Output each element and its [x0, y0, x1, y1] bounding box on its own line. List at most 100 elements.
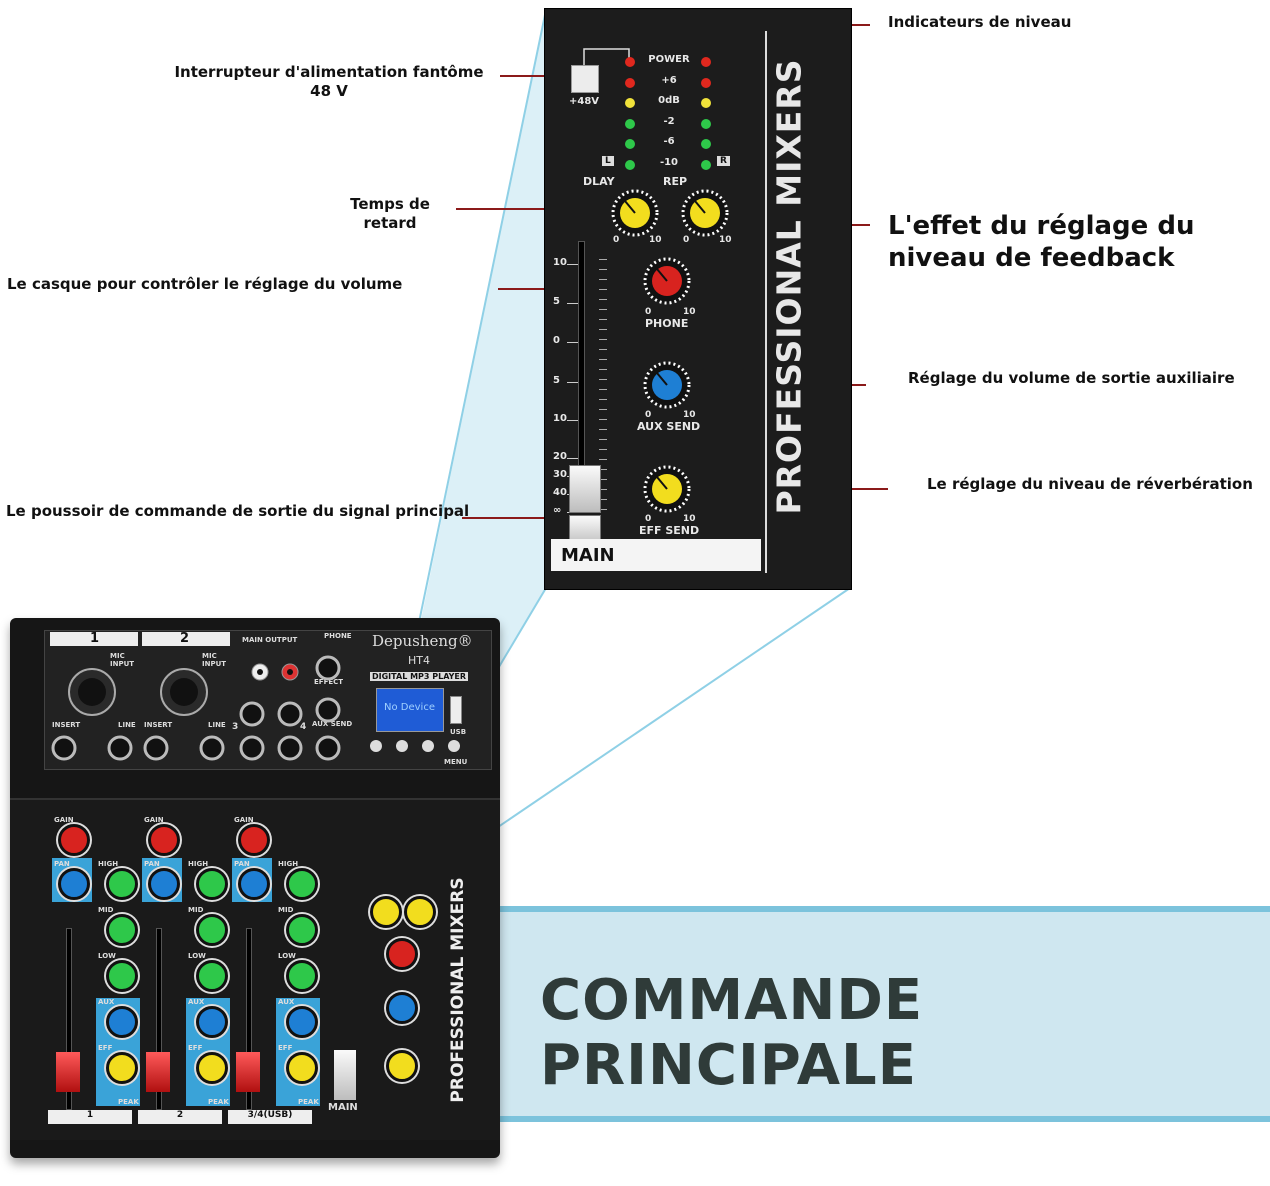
banner-title: COMMANDE PRINCIPALE	[540, 968, 924, 1098]
aux-knob[interactable]	[196, 1006, 228, 1038]
mini-eff-send-knob[interactable]	[386, 1050, 418, 1082]
low-eq-knob[interactable]	[106, 960, 138, 992]
pan-label: PAN	[144, 860, 160, 868]
eff-label: EFF	[278, 1044, 293, 1052]
low-label: LOW	[278, 952, 296, 960]
aux-send-label: AUX SEND	[637, 420, 701, 433]
aux-knob[interactable]	[286, 1006, 318, 1038]
pan-knob[interactable]	[238, 868, 270, 900]
low-eq-knob[interactable]	[286, 960, 318, 992]
fader-minor-tick	[599, 399, 607, 400]
pan-knob[interactable]	[148, 868, 180, 900]
fader-minor-tick	[599, 499, 607, 500]
phone-knob[interactable]	[635, 249, 699, 313]
phantom-48v-button[interactable]	[571, 65, 599, 93]
fader-minor-tick	[599, 269, 607, 270]
prev-button[interactable]	[370, 740, 382, 752]
meter-label: -2	[663, 115, 675, 127]
fader-minor-tick	[599, 479, 607, 480]
phantom-48v-label: +48V	[569, 96, 600, 107]
leader-phantom-power	[500, 75, 568, 77]
dlay-label: DLAY	[583, 175, 615, 188]
dlay-knob[interactable]	[603, 181, 667, 245]
gain-knob[interactable]	[148, 824, 180, 856]
menu-button[interactable]	[448, 740, 460, 752]
eff-knob[interactable]	[106, 1052, 138, 1084]
meter-led-right	[701, 118, 711, 129]
meter-led-right	[701, 139, 711, 149]
meter-label: +6	[661, 74, 677, 86]
next-button[interactable]	[396, 740, 408, 752]
aux-send-knob[interactable]	[635, 353, 699, 417]
channel-fader-cap[interactable]	[236, 1052, 260, 1092]
main-fader-cap[interactable]	[569, 465, 601, 513]
gain-knob[interactable]	[238, 824, 270, 856]
fader-minor-tick	[599, 419, 607, 420]
player-model: HT4	[408, 654, 430, 667]
ch2-header	[142, 632, 230, 646]
insert-label-1: INSERT	[52, 721, 81, 729]
mini-main-fader-cap[interactable]	[334, 1050, 356, 1100]
mid-eq-knob[interactable]	[286, 914, 318, 946]
eff-label: EFF	[188, 1044, 203, 1052]
player-brand: Depusheng®	[372, 632, 473, 650]
gain-label: GAIN	[234, 816, 254, 824]
meter-label: POWER	[648, 54, 690, 65]
meter-led-right	[701, 159, 711, 170]
leader-main-fader	[462, 517, 552, 519]
channel-fader-track	[156, 928, 162, 1110]
play-pause-button[interactable]	[422, 740, 434, 752]
fader-minor-tick	[599, 379, 607, 380]
fader-minor-tick	[599, 279, 607, 280]
fader-scale-tick	[567, 382, 581, 383]
high-label: HIGH	[278, 860, 299, 868]
meter-label: -6	[663, 136, 675, 147]
meter-led-right	[701, 77, 711, 88]
high-eq-knob[interactable]	[286, 868, 318, 900]
mic-input-label-2: MIC INPUT	[202, 652, 227, 668]
meter-label: -10	[659, 156, 679, 168]
meter-led-left	[625, 118, 635, 129]
fader-scale-label: 10	[553, 413, 567, 424]
aux-label: AUX	[188, 998, 205, 1006]
mini-dlay-knob[interactable]	[370, 896, 402, 928]
mid-eq-knob[interactable]	[106, 914, 138, 946]
eff-knob[interactable]	[286, 1052, 318, 1084]
mini-rep-knob[interactable]	[404, 896, 436, 928]
gain-knob[interactable]	[58, 824, 90, 856]
fader-minor-tick	[599, 359, 607, 360]
rep-knob[interactable]	[673, 181, 737, 245]
usb-port[interactable]	[450, 696, 462, 724]
channel-fader-cap[interactable]	[146, 1052, 170, 1092]
ch2-number: 2	[180, 631, 190, 646]
pan-knob[interactable]	[58, 868, 90, 900]
meter-led-left	[625, 98, 635, 108]
player-label: DIGITAL MP3 PLAYER	[370, 672, 469, 681]
phantom-led-bracket	[583, 48, 630, 65]
fader-scale-label: 10	[553, 257, 567, 268]
eff-send-knob[interactable]	[635, 457, 699, 521]
usb-label: USB	[450, 728, 467, 736]
eff-knob[interactable]	[196, 1052, 228, 1084]
top-jacks	[51, 655, 341, 761]
high-eq-knob[interactable]	[106, 868, 138, 900]
mid-label: MID	[98, 906, 114, 914]
channel-fader-cap[interactable]	[56, 1052, 80, 1092]
high-eq-knob[interactable]	[196, 868, 228, 900]
peak-label: PEAK	[298, 1098, 319, 1106]
mini-aux-send-knob[interactable]	[386, 992, 418, 1024]
mid-eq-knob[interactable]	[196, 914, 228, 946]
callout-delay-time: Temps de retard	[350, 195, 430, 232]
channel-number-strip: 2	[138, 1110, 222, 1124]
fader-scale-tick	[567, 342, 581, 343]
aux-knob[interactable]	[106, 1006, 138, 1038]
mini-phone-knob[interactable]	[386, 938, 418, 970]
eff-send-label: EFF SEND	[639, 524, 700, 537]
channel-number-strip: 3/4(USB)	[228, 1110, 312, 1124]
callout-feedback-effect: L'effet du réglage du niveau de feedback	[888, 211, 1195, 273]
ch1-header	[50, 632, 138, 646]
phone-label: PHONE	[645, 317, 689, 330]
low-eq-knob[interactable]	[196, 960, 228, 992]
fader-minor-tick	[599, 389, 607, 390]
